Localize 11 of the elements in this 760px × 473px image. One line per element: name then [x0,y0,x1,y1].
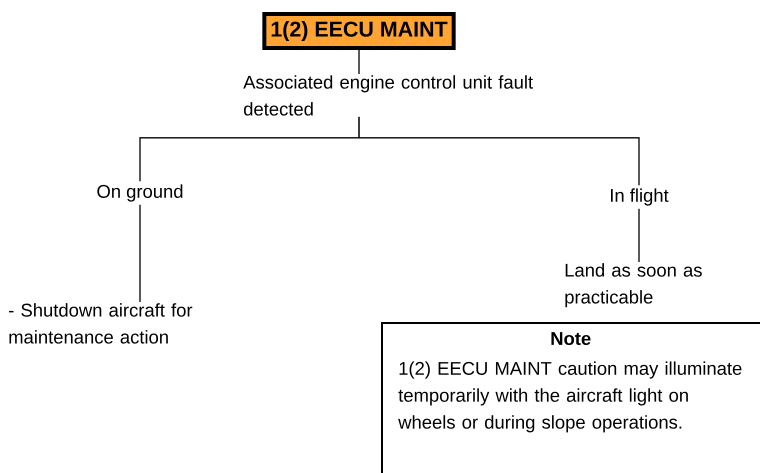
branch-text: On ground [97,184,182,202]
action-text: - Shutdown aircraft for maintenance action [9,303,192,344]
branch-text: In flight [611,188,669,206]
step-text: Associated engine control unit fault detected [243,75,533,116]
connector-line [638,208,640,262]
connector-line [139,204,141,302]
connector-line [358,50,360,74]
connector-line [358,116,640,186]
step-text: Land as soon as practicable [565,263,702,308]
caution-box: 1(2) EECU MAINT [262,12,456,50]
note-box: Note 1(2) EECU MAINT caution may illuminate temporarily with the aircraft light on wheels or during slope operations. [381,322,760,473]
